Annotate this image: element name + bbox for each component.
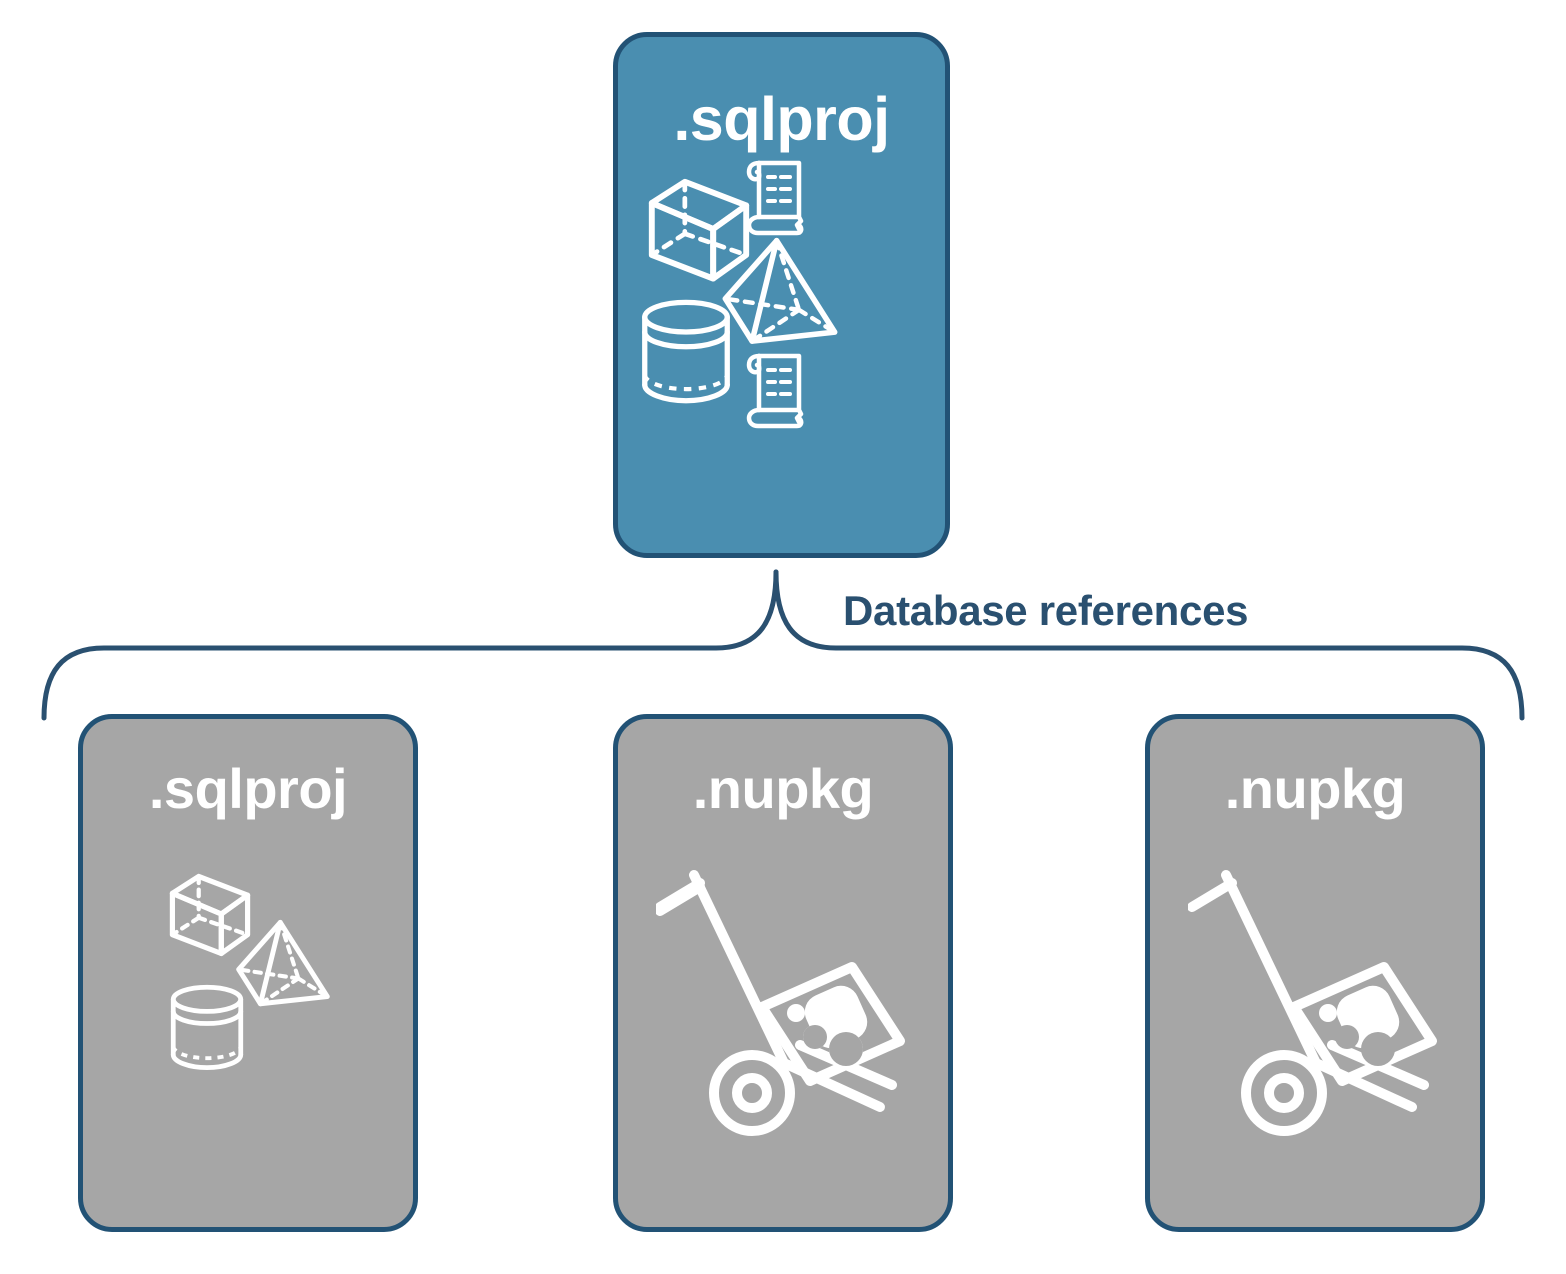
hand-truck-package-icon: [656, 870, 905, 1136]
cube-icon: [169, 873, 251, 957]
pyramid-icon: [236, 919, 330, 1007]
node-nupkg-child-1[interactable]: .nupkg: [613, 714, 953, 1232]
node-artwork-child-0: [83, 817, 413, 1227]
node-sqlproj-parent[interactable]: .sqlproj: [613, 32, 950, 558]
node-sqlproj-child[interactable]: .sqlproj: [78, 714, 418, 1232]
node-title-child-0: .sqlproj: [148, 757, 348, 820]
node-artwork-child-1: [618, 817, 948, 1227]
hand-truck-package-icon: [1188, 870, 1437, 1136]
connector-label: Database references: [843, 587, 1249, 634]
node-nupkg-child-2[interactable]: .nupkg: [1145, 714, 1485, 1232]
cylinder-icon: [170, 984, 244, 1071]
cylinder-icon: [642, 299, 730, 404]
pyramid-icon: [722, 237, 838, 344]
scroll-icon: [746, 353, 804, 429]
node-artwork-child-2: [1150, 817, 1480, 1227]
node-title-child-1: .nupkg: [692, 757, 874, 820]
node-title-child-2: .nupkg: [1224, 757, 1406, 820]
node-artwork-parent: [618, 150, 945, 553]
node-title-parent: .sqlproj: [673, 85, 890, 153]
cube-icon: [648, 178, 750, 282]
scroll-icon: [746, 160, 804, 236]
